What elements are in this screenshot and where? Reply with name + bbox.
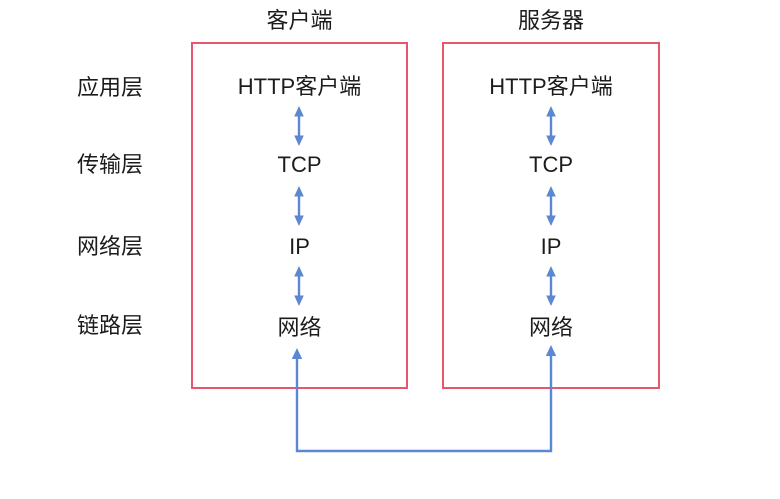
column-title-server: 服务器 bbox=[517, 8, 584, 33]
client-layer-network: 网络 bbox=[277, 315, 322, 340]
double-arrow-icon bbox=[546, 186, 556, 226]
double-arrow-icon bbox=[546, 266, 556, 306]
server-layer-network: 网络 bbox=[528, 315, 573, 340]
server-layer-ip: IP bbox=[540, 234, 562, 259]
side-label-network-layer: 网络层 bbox=[76, 234, 143, 259]
side-label-transport-layer: 传输层 bbox=[76, 152, 143, 177]
client-layer-ip: IP bbox=[289, 234, 310, 259]
column-title-client: 客户端 bbox=[266, 8, 333, 33]
network-link-connector bbox=[291, 345, 557, 453]
side-label-application-layer: 应用层 bbox=[76, 75, 143, 100]
double-arrow-icon bbox=[294, 186, 304, 226]
double-arrow-icon bbox=[546, 106, 556, 146]
client-layer-http: HTTP客户端 bbox=[237, 74, 362, 99]
server-layer-http: HTTP客户端 bbox=[489, 74, 613, 99]
side-label-link-layer: 链路层 bbox=[76, 313, 143, 338]
double-arrow-icon bbox=[294, 106, 304, 146]
server-layer-tcp: TCP bbox=[529, 152, 573, 177]
client-layer-tcp: TCP bbox=[277, 152, 322, 177]
double-arrow-icon bbox=[294, 266, 304, 306]
client-box bbox=[191, 42, 408, 389]
